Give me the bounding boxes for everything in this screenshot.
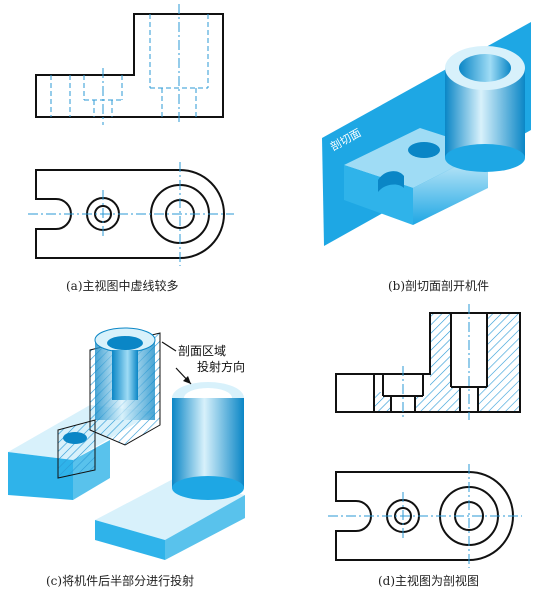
part-c-half xyxy=(8,327,161,500)
caption-b: (b)剖切面剖开机件 xyxy=(388,279,489,293)
part-b xyxy=(344,46,525,225)
panel-b: 剖切面 (b)剖切面剖开机件 xyxy=(322,22,531,293)
section-area-label: 剖面区域 xyxy=(178,344,226,358)
caption-c: (c)将机件后半部分进行投射 xyxy=(46,573,194,588)
part-c-back xyxy=(95,382,245,560)
panel-a: (a)主视图中虚线较多 xyxy=(28,4,234,293)
top-view-a xyxy=(28,162,234,266)
front-view-a xyxy=(35,4,224,125)
section-view-d xyxy=(335,304,521,420)
caption-a: (a)主视图中虚线较多 xyxy=(66,278,179,293)
projection-direction-label: 投射方向 xyxy=(197,359,245,374)
panel-d: (d)主视图为剖视图 xyxy=(328,304,522,588)
caption-d: (d)主视图为剖视图 xyxy=(378,573,479,588)
panel-c: 剖面区域 投射方向 (c)将机件后半部分进行投射 xyxy=(8,327,245,588)
projection-arrowhead xyxy=(183,376,191,384)
section-leader xyxy=(161,341,177,352)
top-view-d xyxy=(328,464,522,568)
